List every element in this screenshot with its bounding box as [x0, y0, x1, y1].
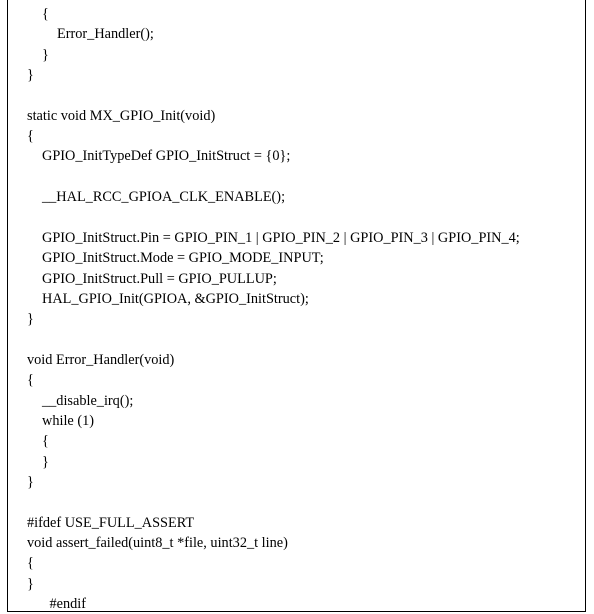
- code-line: __HAL_RCC_GPIOA_CLK_ENABLE();: [42, 189, 286, 206]
- code-line: {: [42, 6, 49, 22]
- code-line: }: [27, 311, 34, 328]
- code-line: }: [42, 453, 49, 470]
- code-listing: { Error_Handler();}} static void MX_GPIO_I…: [7, 0, 586, 612]
- code-line: while (1): [42, 413, 95, 429]
- code-line: Error_Handler();: [57, 26, 154, 43]
- code-line: void assert_failed(uint8_t *file, uint32…: [27, 535, 288, 552]
- code-line: #ifdef USE_FULL_ASSERT: [27, 514, 195, 531]
- code-line: static void MX_GPIO_Init(void): [27, 107, 216, 124]
- code-line: {: [27, 372, 34, 389]
- code-line: GPIO_InitStruct.Pull = GPIO_PULLUP;: [42, 270, 277, 287]
- code-line: {: [27, 555, 34, 572]
- code-line: }: [27, 575, 34, 592]
- code-line: __disable_irq();: [42, 392, 134, 409]
- code-line: GPIO_InitStruct.Pin = GPIO_PIN_1 | GPIO_…: [42, 229, 520, 246]
- code-line: HAL_GPIO_Init(GPIOA, &GPIO_InitStruct);: [42, 290, 309, 307]
- code-line: GPIO_InitTypeDef GPIO_InitStruct = {0};: [42, 148, 291, 165]
- code-line: }: [27, 474, 34, 491]
- code-line: }: [42, 46, 49, 63]
- code-line: {: [42, 433, 49, 450]
- code-line: #endif: [49, 596, 87, 613]
- code-line: GPIO_InitStruct.Mode = GPIO_MODE_INPUT;: [42, 250, 324, 267]
- code-line: {: [27, 128, 34, 145]
- code-line: void Error_Handler(void): [27, 351, 175, 368]
- code-line: }: [27, 67, 34, 84]
